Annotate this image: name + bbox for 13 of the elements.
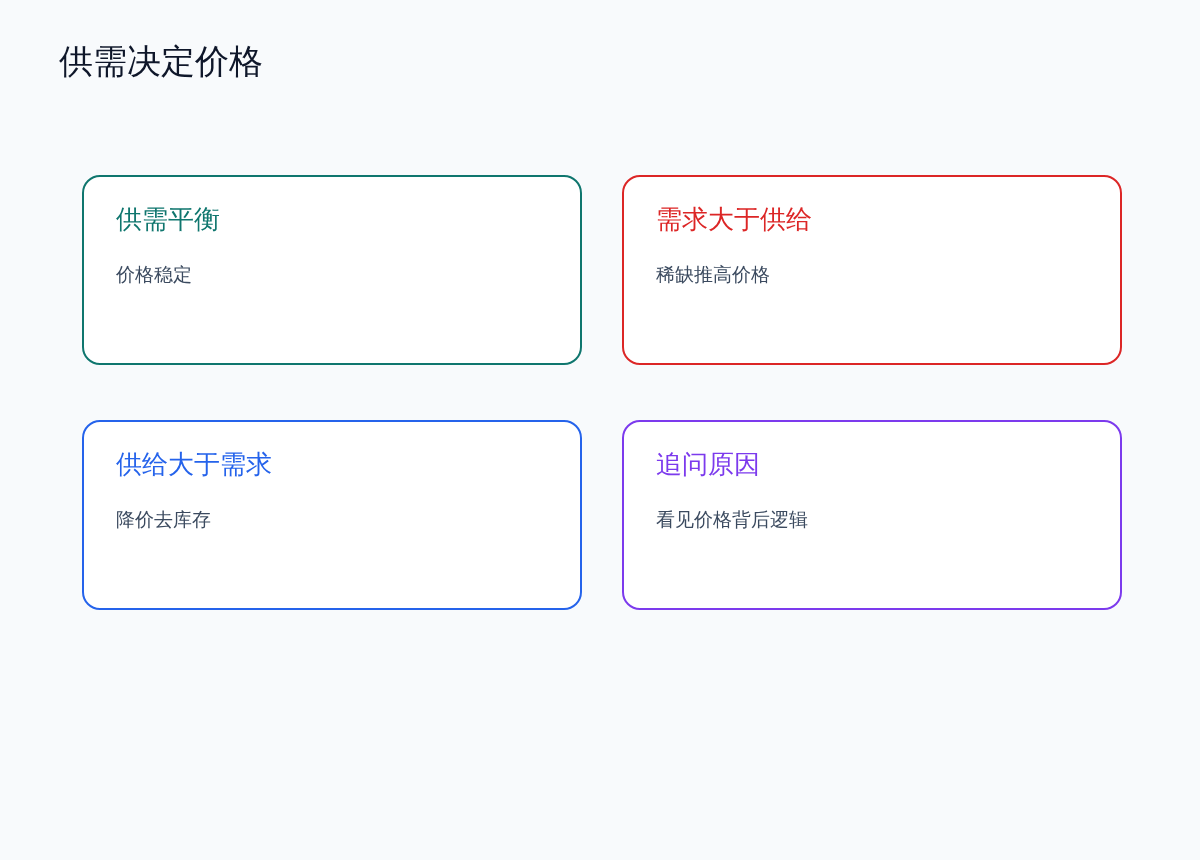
card-text: 稀缺推高价格 [656, 262, 770, 287]
card-heading: 追问原因 [656, 448, 760, 481]
card-heading: 供给大于需求 [116, 448, 272, 481]
card [82, 420, 582, 610]
card-text: 降价去库存 [116, 507, 211, 532]
page-title: 供需决定价格 [59, 40, 263, 83]
card-heading: 供需平衡 [116, 203, 220, 236]
card [622, 420, 1122, 610]
card-text: 看见价格背后逻辑 [656, 507, 808, 532]
card [622, 175, 1122, 365]
card-text: 价格稳定 [116, 262, 192, 287]
card-heading: 需求大于供给 [656, 203, 812, 236]
card [82, 175, 582, 365]
